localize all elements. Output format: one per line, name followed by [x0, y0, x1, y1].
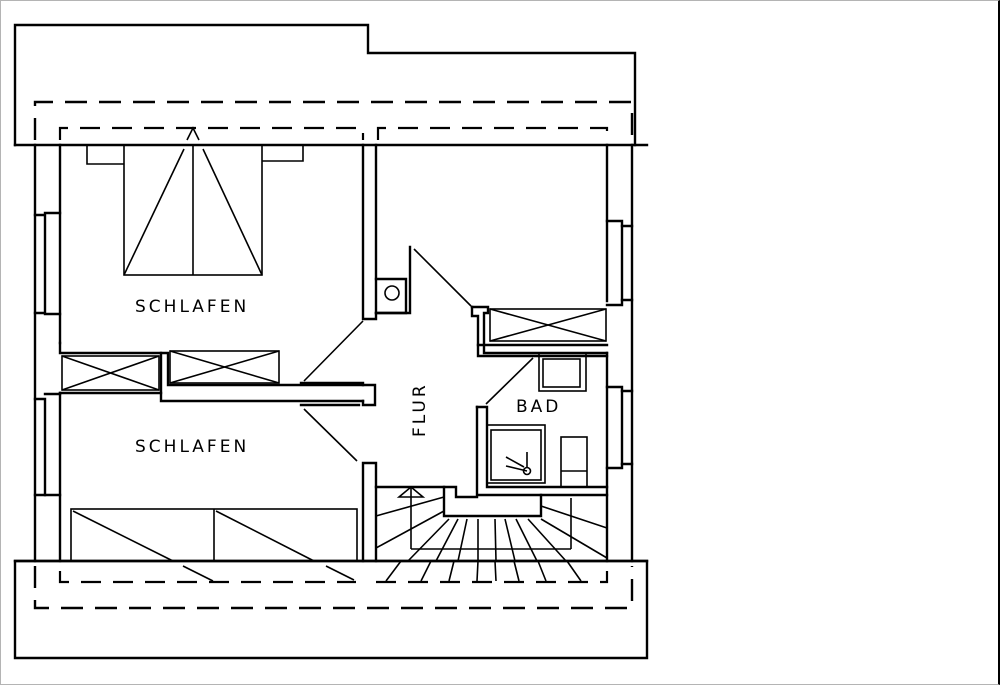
window-left-top — [33, 211, 62, 316]
door-swing-top-left — [303, 320, 364, 382]
room-label-schlafen-top: SCHLAFEN — [135, 297, 250, 317]
door-swing-right-room — [413, 248, 472, 307]
window-right-top — [605, 219, 634, 307]
central-wall-top — [361, 143, 412, 321]
door-swing-bottom-left — [303, 408, 358, 462]
dashed-eaves-lines — [33, 100, 634, 610]
room-label-schlafen-bottom: SCHLAFEN — [135, 437, 250, 457]
central-wall-bottom — [361, 461, 378, 563]
roof-outline-top — [13, 23, 637, 147]
room-label-flur: FLUR — [410, 382, 430, 437]
stair-arrow-icon — [396, 485, 426, 498]
partition-wall-left — [58, 341, 377, 407]
wardrobe-left — [61, 355, 160, 391]
bathroom-sink — [538, 352, 587, 392]
roof-outline-bottom — [13, 559, 649, 660]
staircase — [374, 485, 608, 582]
bathtub-shower — [486, 424, 546, 484]
window-left-bottom — [33, 392, 62, 497]
room-label-bad: BAD — [516, 397, 562, 417]
window-right-bottom — [605, 385, 634, 470]
wardrobe-middle — [169, 350, 280, 384]
double-bed — [86, 126, 304, 276]
toilet — [560, 436, 588, 488]
single-beds — [70, 508, 358, 582]
wardrobe-right — [470, 305, 609, 355]
chimney-flue-icon — [384, 285, 400, 301]
